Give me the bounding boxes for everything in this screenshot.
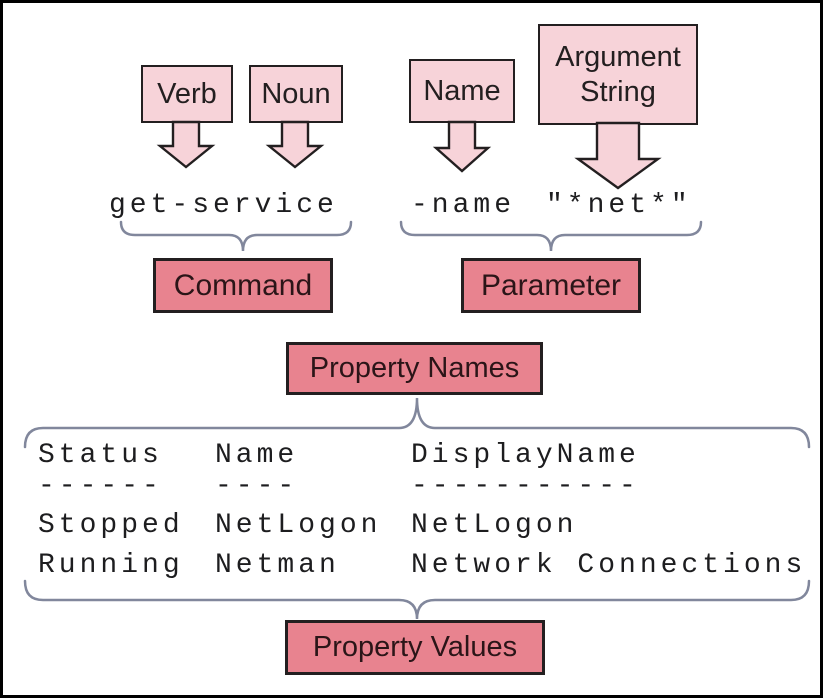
- noun-callout-box: Noun: [249, 65, 343, 123]
- property-names-brace-icon: [23, 397, 811, 449]
- output-row2-displayname: Network Connections: [411, 550, 807, 581]
- property-values-label: Property Values: [312, 631, 518, 663]
- output-underline-name: ----: [215, 471, 299, 502]
- output-underline-displayname: -----------: [411, 471, 640, 502]
- parameter-brace-icon: [399, 220, 703, 252]
- parameter-label: Parameter: [480, 268, 622, 302]
- output-row1-name: NetLogon: [215, 510, 382, 541]
- property-values-brace-icon: [23, 579, 811, 620]
- parameter-name-code-text: -name: [411, 190, 516, 221]
- noun-label: Noun: [261, 77, 331, 110]
- output-underline-status: ------: [38, 471, 163, 502]
- property-names-label-box: Property Names: [286, 342, 543, 395]
- output-header-name: Name: [215, 440, 299, 471]
- output-header-status: Status: [38, 440, 163, 471]
- name-label: Name: [423, 74, 501, 107]
- argument-down-arrow-icon: [574, 121, 662, 190]
- verb-down-arrow-icon: [156, 120, 216, 169]
- argument-value-code-text: "*net*": [546, 190, 692, 221]
- verb-callout-box: Verb: [141, 65, 233, 123]
- output-row2-name: Netman: [215, 550, 340, 581]
- output-row1-displayname: NetLogon: [411, 510, 578, 541]
- command-label: Command: [173, 268, 313, 302]
- argument-string-callout-box: Argument String: [538, 24, 698, 125]
- property-values-label-box: Property Values: [285, 620, 545, 675]
- argument-string-label: Argument String: [555, 40, 681, 108]
- property-names-label: Property Names: [309, 352, 520, 384]
- name-down-arrow-icon: [432, 120, 492, 173]
- command-brace-icon: [119, 220, 353, 252]
- output-header-displayname: DisplayName: [411, 440, 640, 471]
- output-row2-status: Running: [38, 550, 184, 581]
- output-row1-status: Stopped: [38, 510, 184, 541]
- name-callout-box: Name: [409, 59, 515, 123]
- command-code-text: get-service: [109, 190, 338, 221]
- verb-label: Verb: [157, 77, 217, 110]
- noun-down-arrow-icon: [265, 120, 325, 169]
- command-label-box: Command: [153, 258, 333, 313]
- parameter-label-box: Parameter: [461, 258, 641, 313]
